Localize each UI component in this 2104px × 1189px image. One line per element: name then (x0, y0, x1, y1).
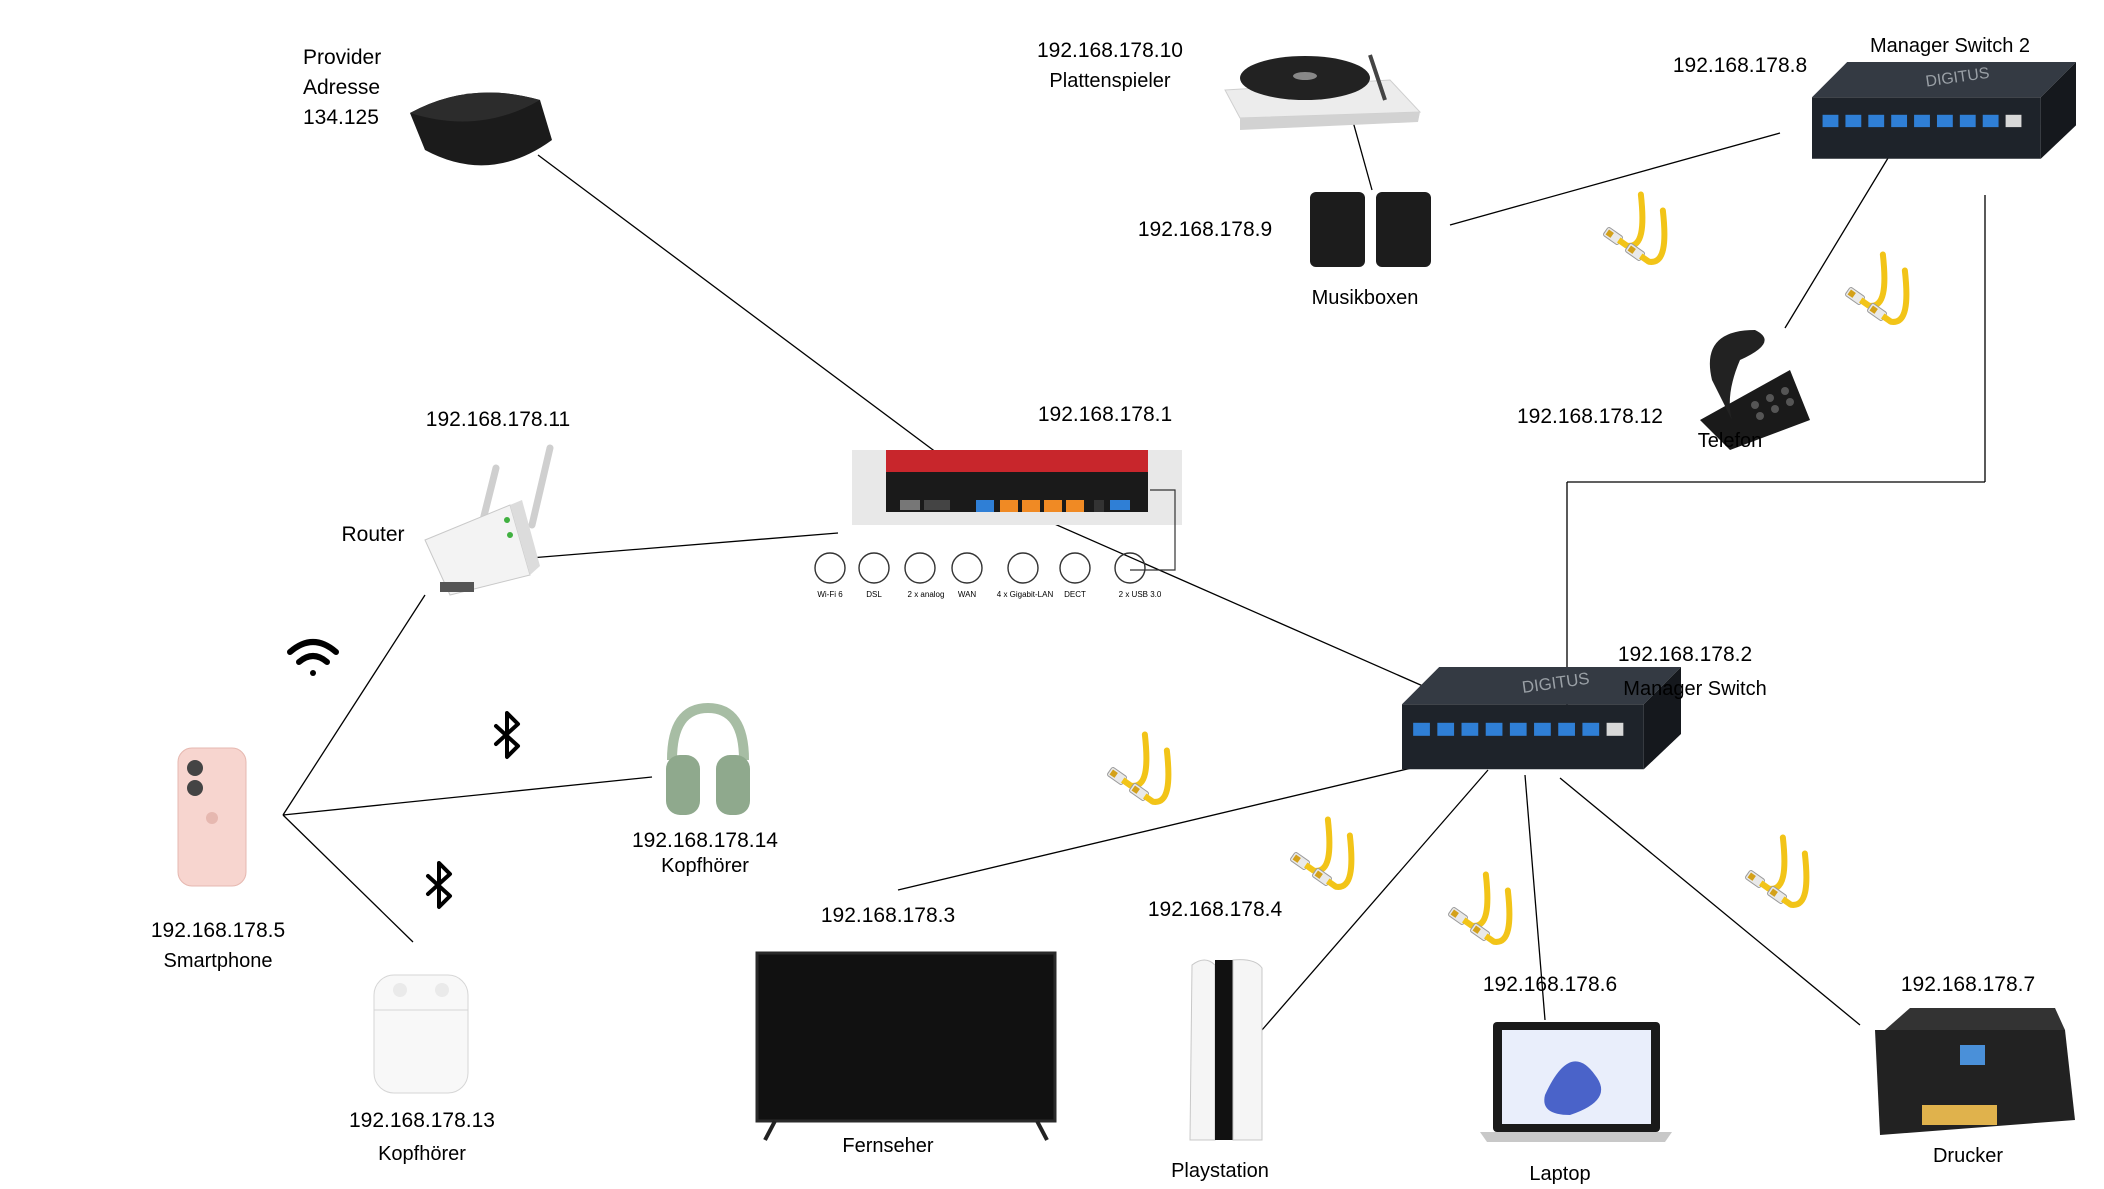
link-smartphone-headphones (282, 776, 653, 816)
playstation-ip: 192.168.178.4 (1147, 898, 1283, 921)
link-provider-fritzbox (537, 154, 1001, 501)
router-image (424, 444, 554, 596)
switch2-name: Manager Switch 2 (1869, 35, 2031, 57)
link-switch2-speakers (1449, 132, 1781, 226)
ethernet-cable-icon (1107, 730, 1187, 810)
router-ip: 192.168.178.11 (425, 408, 571, 431)
link-turntable-speakers (1351, 117, 1373, 191)
headphones-image (666, 702, 750, 815)
fritzbox-ip: 192.168.178.1 (1037, 403, 1173, 426)
link-fritzbox-router (529, 532, 839, 559)
ethernet-cable-icon (1845, 250, 1925, 330)
port-label: DSL (866, 590, 882, 599)
switch1-ip: 192.168.178.2 (1617, 643, 1753, 666)
printer-image (1875, 1008, 2075, 1135)
ethernet-cable-icon (1745, 833, 1825, 913)
earbuds-name: Kopfhörer (378, 1143, 466, 1165)
connection-lines (282, 117, 1986, 1031)
ethernet-cable-icon (1603, 190, 1683, 270)
bluetooth-icon (426, 861, 452, 909)
smartphone-image (177, 747, 247, 887)
playstation-name: Playstation (1171, 1160, 1269, 1182)
phone-name: Telefon (1697, 430, 1763, 452)
fritzbox-image: Wi-Fi 6 DSL 2 x analog WAN 4 x Gigabit-L… (814, 450, 1182, 599)
earbuds-ip: 192.168.178.13 (349, 1109, 495, 1132)
wifi-icon (287, 639, 339, 676)
port-label: 2 x USB 3.0 (1119, 590, 1162, 599)
turntable-name: Plattenspieler (1049, 70, 1171, 92)
link-smartphone-earbuds (282, 814, 414, 943)
link-switch1-tv (897, 759, 1446, 891)
ethernet-cable-icon (1290, 815, 1370, 895)
bluetooth-icon (494, 711, 520, 759)
headphones-name: Kopfhörer (661, 855, 749, 877)
turntable-ip: 192.168.178.10 (1037, 39, 1183, 62)
tv-image (755, 951, 1057, 1141)
link-switch1-laptop (1524, 774, 1546, 1021)
speakers-ip: 192.168.178.9 (1137, 218, 1273, 241)
laptop-image (1480, 1022, 1672, 1142)
switch2-image: DIGITUS (1812, 62, 2076, 159)
link-switch1-playstation (1261, 769, 1489, 1031)
speakers-name: Musikboxen (1311, 287, 1419, 309)
ethernet-cable-icon (1448, 870, 1528, 950)
telephone-image (1700, 330, 1810, 450)
port-label: WAN (958, 590, 977, 599)
smartphone-name: Smartphone (163, 950, 273, 972)
switch1-image: DIGITUS (1402, 667, 1681, 770)
switch1-name: Manager Switch (1623, 678, 1767, 700)
port-label: 4 x Gigabit-LAN (997, 590, 1054, 599)
router-name: Router (341, 523, 405, 546)
headphones-ip: 192.168.178.14 (632, 829, 778, 852)
port-label: 2 x analog (908, 590, 945, 599)
laptop-ip: 192.168.178.6 (1482, 973, 1618, 996)
earbuds-image (373, 974, 469, 1094)
phone-ip: 192.168.178.12 (1517, 405, 1663, 428)
link-router-smartphone (282, 594, 426, 816)
link-switch1-printer (1559, 777, 1861, 1026)
printer-name: Drucker (1932, 1145, 2003, 1167)
provider-label-line2: Adresse (303, 76, 381, 99)
provider-label-line1: Provider (303, 46, 382, 69)
port-label: Wi-Fi 6 (817, 590, 843, 599)
printer-ip: 192.168.178.7 (1900, 973, 2036, 996)
turntable-image (1224, 54, 1422, 130)
playstation-image (1189, 959, 1263, 1141)
speakers-image (1310, 192, 1431, 267)
link-fritzbox-switch1 (999, 499, 1433, 691)
switch2-ip: 192.168.178.8 (1672, 54, 1808, 77)
provider-label: Provider Adresse 134.125 (303, 43, 381, 133)
link-switch2-phone (1784, 129, 1906, 329)
provider-label-line3: 134.125 (303, 106, 379, 129)
port-label: DECT (1064, 590, 1086, 599)
smartphone-ip: 192.168.178.5 (150, 919, 286, 942)
laptop-name: Laptop (1529, 1163, 1591, 1185)
tv-ip: 192.168.178.3 (820, 904, 956, 927)
provider-box-image (410, 92, 552, 166)
tv-name: Fernseher (842, 1135, 934, 1157)
